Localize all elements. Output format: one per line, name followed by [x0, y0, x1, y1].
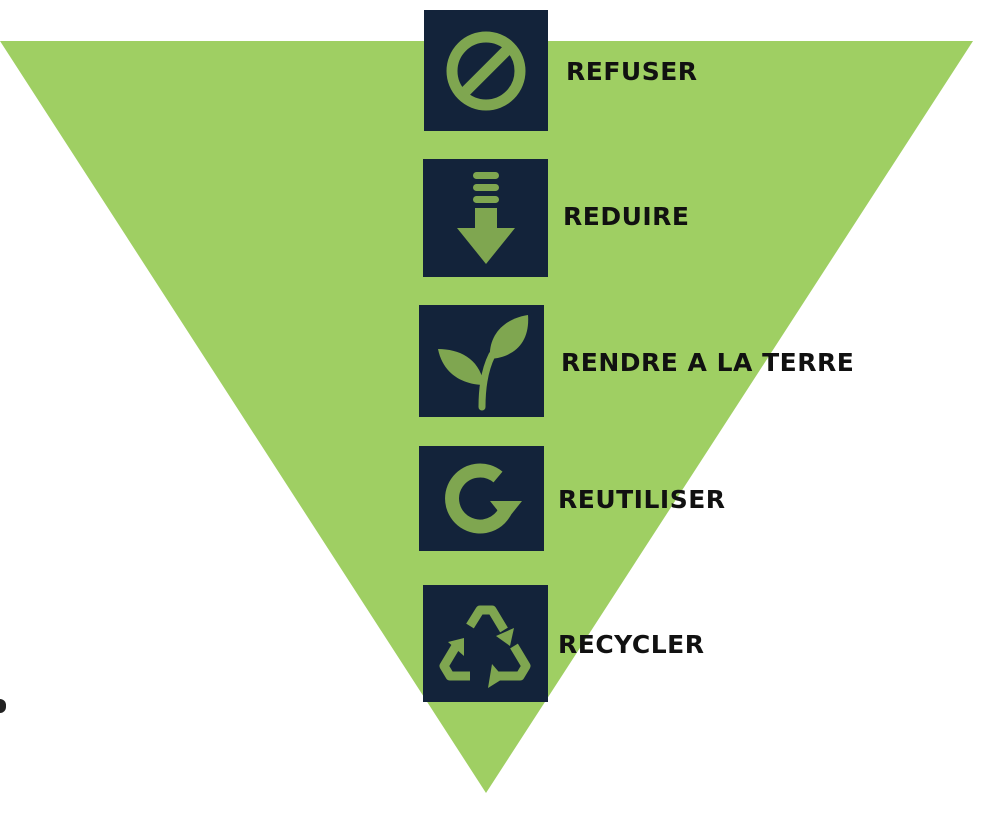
step-reduire-icon-box — [423, 159, 548, 277]
step-reutiliser-label: REUTILISER — [558, 485, 726, 514]
refresh-icon — [444, 463, 522, 533]
step-reutiliser-icon-box — [419, 446, 544, 551]
step-recycler-label: RECYCLER — [558, 630, 705, 659]
step-rendre-label: RENDRE A LA TERRE — [561, 348, 855, 377]
step-rendre-icon-box — [419, 305, 544, 417]
step-refuser-icon-box — [424, 10, 548, 131]
step-reduire-label: REDUIRE — [563, 202, 690, 231]
step-recycler-icon-box — [423, 585, 548, 702]
edge-mark — [0, 699, 6, 713]
step-refuser-label: REFUSER — [566, 57, 698, 86]
prohibited-icon — [446, 31, 526, 110]
recycle-icon — [439, 605, 530, 688]
sprout-icon — [437, 315, 528, 411]
down-arrow-icon — [456, 172, 515, 264]
